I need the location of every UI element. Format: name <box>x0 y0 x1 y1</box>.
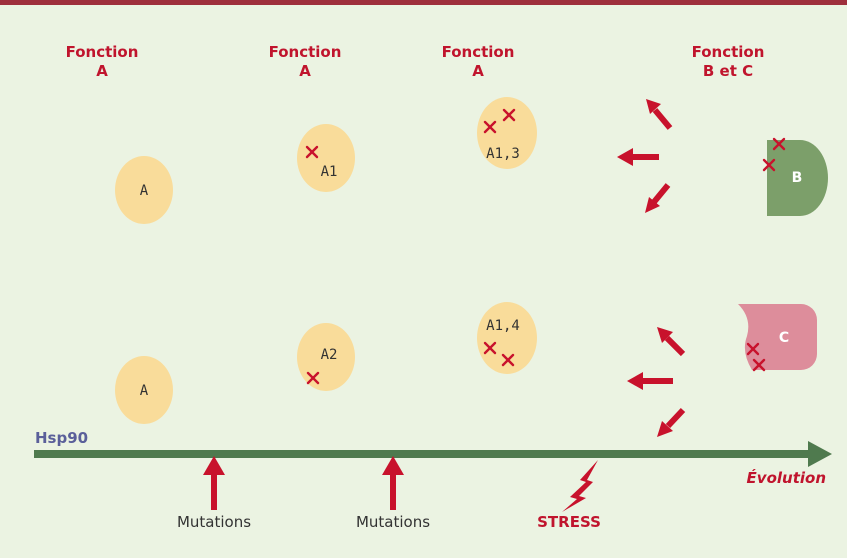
hsp90-a-complex-bottom: A <box>76 356 173 424</box>
protein-a14 <box>477 302 537 374</box>
mutation-mark <box>752 358 766 372</box>
hsp90-a2-complex: A2 <box>256 323 355 391</box>
protein-a-label: A <box>140 183 149 199</box>
release-arrow <box>617 148 659 166</box>
function-label-2: Fonction <box>269 43 342 61</box>
release-arrow <box>627 372 673 390</box>
hsp90-label: Hsp90 <box>35 429 88 447</box>
stress-label: STRESS <box>537 513 601 531</box>
function-label-2-value: A <box>299 62 311 80</box>
mutation-mark <box>305 145 319 159</box>
mutation-mark <box>762 158 776 172</box>
function-label-4-value: B et C <box>703 62 753 80</box>
mutation-mark <box>483 120 497 134</box>
function-label-3: Fonction <box>442 43 515 61</box>
evolution-label: Évolution <box>747 468 826 487</box>
protein-a1-label: A1 <box>321 164 338 180</box>
hsp90-a1-complex: A1 <box>256 124 355 192</box>
hsp90-a14-complex: A1,4 <box>436 302 537 374</box>
mutation-mark <box>746 342 760 356</box>
function-label-1: Fonction <box>66 43 139 61</box>
mutation-mark <box>483 341 497 355</box>
protein-a13 <box>477 97 537 169</box>
protein-a-label: A <box>140 383 149 399</box>
evolution-axis <box>34 441 832 467</box>
function-label-4: Fonction <box>692 43 765 61</box>
release-arrow <box>646 99 673 130</box>
hsp90-crescent <box>665 125 729 189</box>
protein-a <box>115 356 173 424</box>
mutation-arrow-2 <box>382 456 404 510</box>
mutations-label-1: Mutations <box>177 513 251 531</box>
release-arrow <box>645 183 671 213</box>
hsp90-free-crescent <box>34 241 98 305</box>
mutation-mark <box>502 108 516 122</box>
hsp90-stressed-top <box>617 99 729 213</box>
mutation-mark <box>306 371 320 385</box>
hsp90-a13-complex: A1,3 <box>436 97 537 169</box>
release-arrow <box>657 407 686 437</box>
stress-lightning-icon <box>562 460 598 512</box>
protein-b-label: B <box>792 170 803 186</box>
protein-a1 <box>297 124 355 192</box>
hsp90-a-complex-top: A <box>76 156 173 224</box>
mutation-arrow-1 <box>203 456 225 510</box>
protein-a2-label: A2 <box>321 347 338 363</box>
protein-c: C <box>738 304 817 370</box>
hsp90-stressed-bottom <box>627 327 766 437</box>
protein-c-label: C <box>779 330 789 346</box>
function-label-3-value: A <box>472 62 484 80</box>
hsp90-crescent <box>680 350 744 414</box>
protein-a14-label: A1,4 <box>486 318 520 334</box>
mutations-label-2: Mutations <box>356 513 430 531</box>
mutation-mark <box>772 137 786 151</box>
protein-b: B <box>762 137 828 216</box>
protein-a2 <box>297 323 355 391</box>
function-label-1-value: A <box>96 62 108 80</box>
mutation-mark <box>501 353 515 367</box>
release-arrow <box>657 327 686 357</box>
protein-a13-label: A1,3 <box>486 146 520 162</box>
protein-a <box>115 156 173 224</box>
